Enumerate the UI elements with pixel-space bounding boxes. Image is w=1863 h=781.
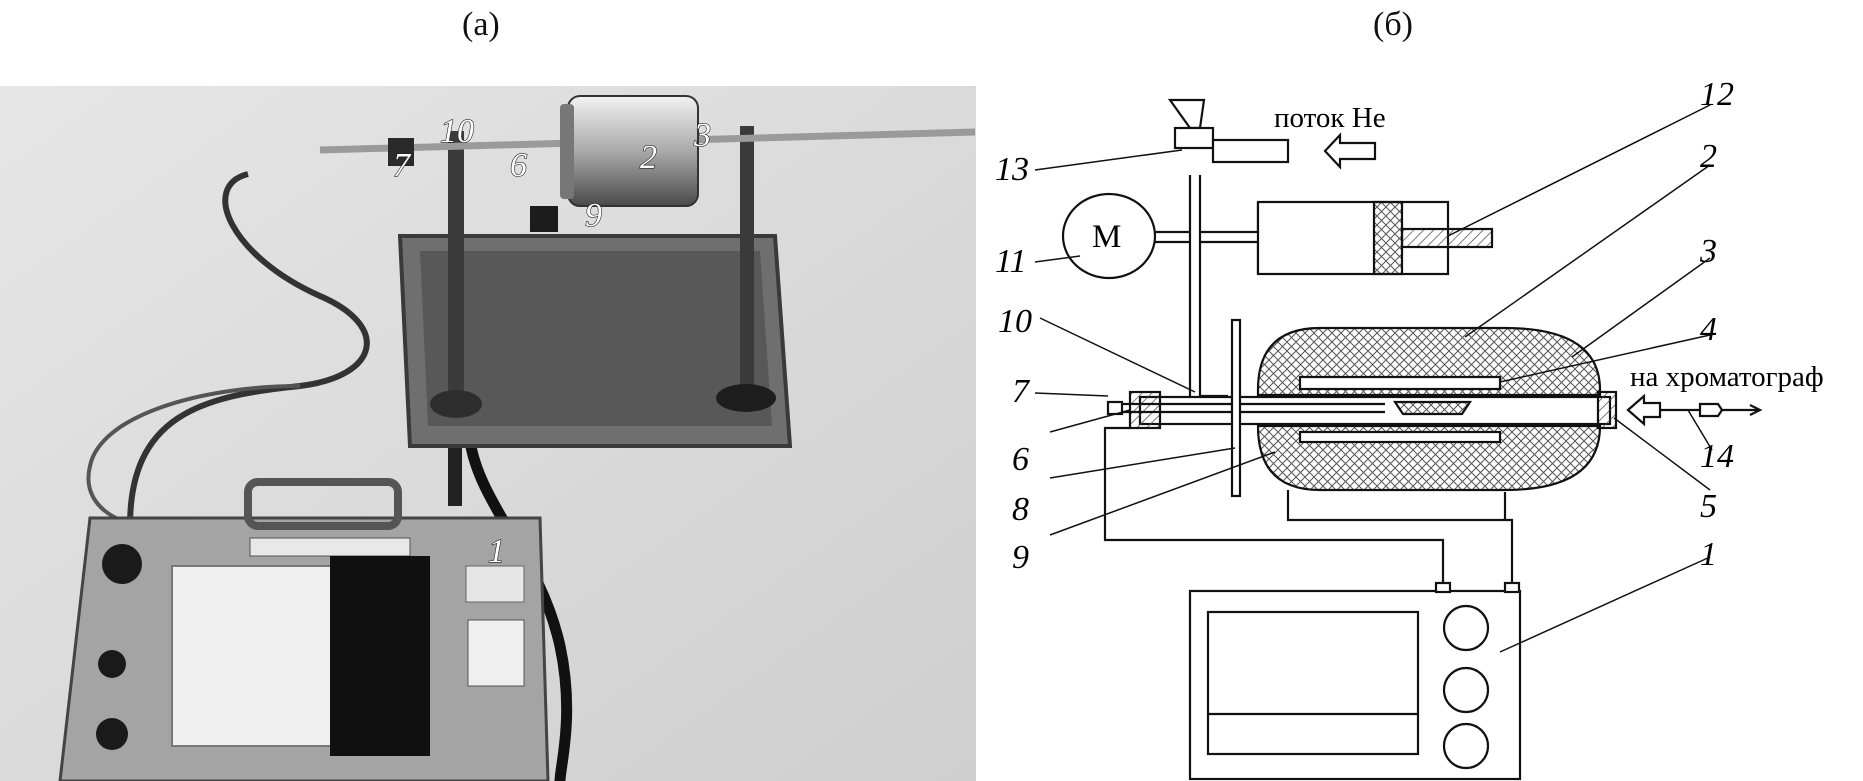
callout-5: 5 [1700,488,1717,525]
controller-label-plate [249,537,411,557]
button-1 [98,650,126,678]
thermocouple-wire [1103,426,1445,585]
leader-4 [1499,334,1711,383]
motor-11 [1061,192,1157,280]
callout-10: 10 [998,303,1032,340]
display-panel [171,565,343,747]
inlet-tee-13 [1173,126,1215,150]
leader-8 [1049,447,1236,479]
leader-1 [1499,556,1711,653]
reactor-tube [1138,395,1612,426]
leader-14 [1687,409,1713,451]
gas-line [1188,175,1202,396]
stand-left-foot [430,390,482,418]
cable [127,171,370,527]
piston-rod [1400,227,1494,249]
sample-boat [1392,400,1473,416]
heater-element [1298,375,1502,391]
photo-callout-1: 1 [488,533,505,570]
sampling-needle-tip [1749,404,1763,416]
sampling-needle [1660,402,1760,418]
photo-callout-6: 6 [510,147,527,184]
photo-callout-2: 2 [640,139,657,176]
cable [464,440,573,781]
outlet-arrow [1626,393,1662,427]
reactor-seal-right [1596,390,1618,430]
button-2 [96,718,128,750]
callout-3: 3 [1699,233,1717,270]
display-black [330,556,430,756]
chromatograph-label: на хроматограф [1630,361,1824,393]
photo-callout-7: 7 [393,147,412,184]
breaker [467,619,525,687]
piston [1372,200,1404,276]
he-flow-label: поток Не [1274,102,1386,134]
furnace-cylinder [567,95,699,207]
callout-11: 11 [995,243,1026,280]
callout-1: 1 [1700,536,1717,573]
leader-7 [1034,392,1109,397]
leader-11 [1034,255,1081,263]
panel-label-a: (а) [462,6,500,43]
apparatus-photo: 10 7 6 2 3 9 1 [0,86,976,781]
photo-callout-9: 9 [585,197,602,234]
he-inlet [1211,138,1290,164]
leader-12 [1447,104,1711,237]
panel-label-b: (б) [1373,6,1413,43]
callout-7: 7 [1012,373,1031,410]
callout-12: 12 [1700,76,1734,113]
leader-5 [1613,417,1711,491]
sensor-block [530,206,558,232]
leader-9 [1049,451,1276,536]
motor-label: М [1092,219,1121,255]
callout-9: 9 [1012,539,1029,576]
branch-to-motor [1155,230,1190,244]
he-flow-arrow [1323,132,1377,170]
leader-10 [1039,317,1196,393]
furnace-end [560,104,574,199]
reactor-seal-left [1128,390,1162,430]
callout-8: 8 [1012,491,1029,528]
photo-callout-3: 3 [693,117,711,154]
control-knob [102,544,142,584]
controller-terminal [1434,581,1452,594]
inlet-funnel [1167,98,1206,130]
heat-shield [1230,318,1242,498]
controller-button [1442,722,1490,770]
breaker-label [465,565,525,603]
leader-13 [1034,149,1183,171]
controller-button [1442,604,1490,652]
photo-callout-10: 10 [440,113,474,150]
leader-6 [1049,409,1131,433]
callout-13: 13 [995,151,1029,188]
stand-right-foot [716,384,776,412]
heater-element [1298,430,1502,444]
controller-handle [244,478,402,530]
heater-wire [1286,490,1514,585]
callout-6: 6 [1012,441,1029,478]
apparatus-schematic: 13 11 10 7 6 8 9 12 2 3 4 14 5 1 М поток… [995,76,1824,781]
stand-left [448,131,464,401]
callout-4: 4 [1700,311,1717,348]
callout-2: 2 [1700,138,1717,175]
controller-button [1442,666,1490,714]
controller-terminal [1503,581,1521,594]
base-tray-inner [420,251,772,426]
leader-2 [1464,164,1711,338]
branch-to-piston [1200,202,1260,274]
controller-display [1206,610,1420,756]
stand-right [740,126,754,396]
leader-3 [1571,257,1711,358]
fitting-7 [388,138,414,166]
callout-14: 14 [1700,438,1734,475]
